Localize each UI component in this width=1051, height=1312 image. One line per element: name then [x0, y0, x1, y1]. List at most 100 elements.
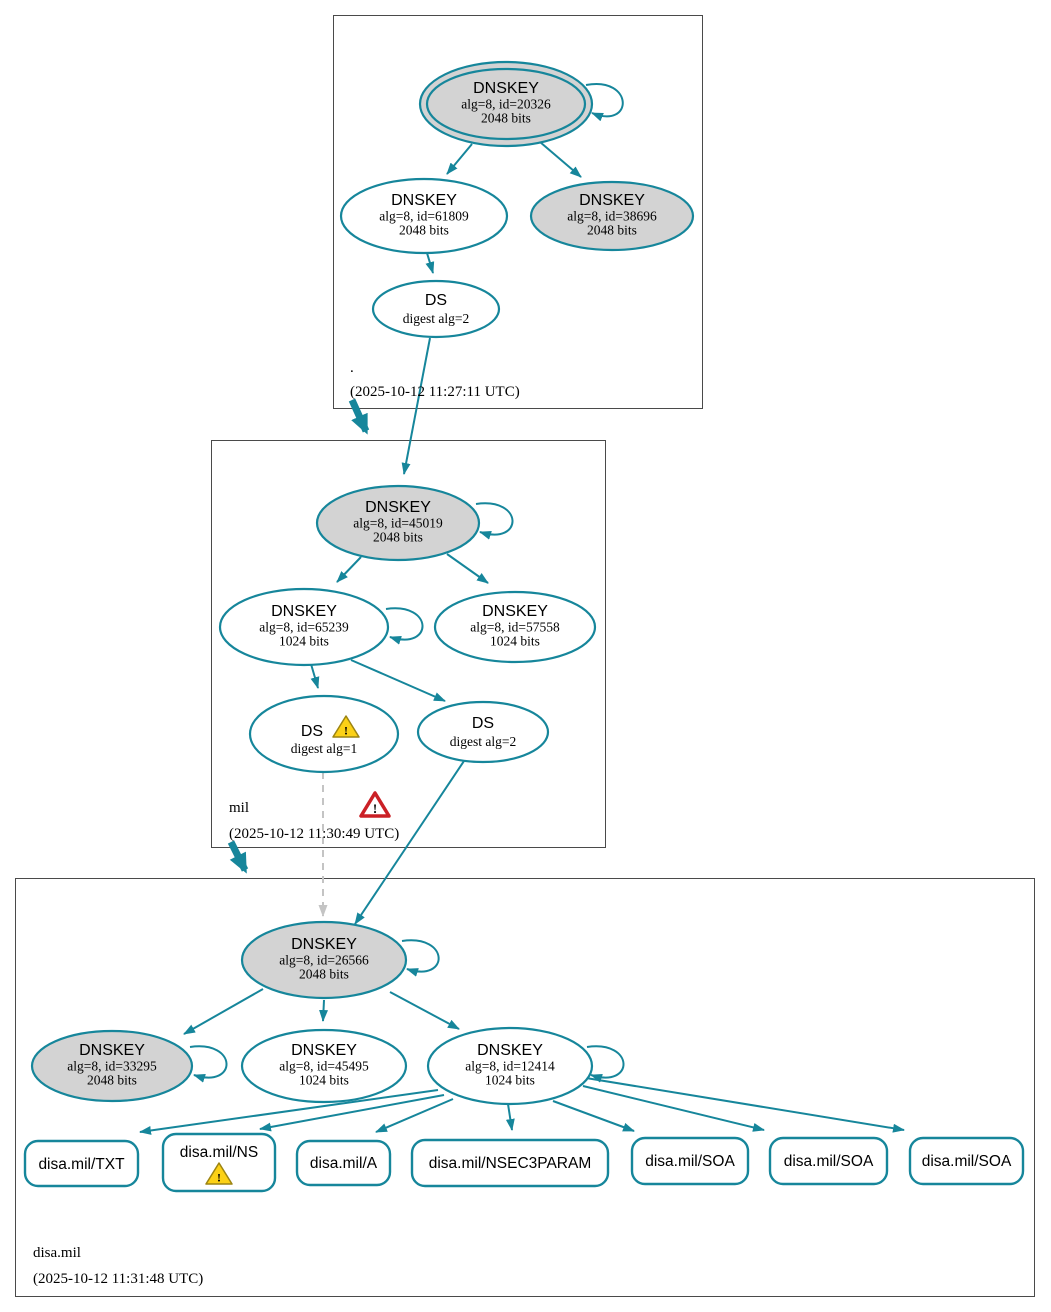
node-dnskey-61809: DNSKEY alg=8, id=61809 2048 bits — [339, 177, 509, 255]
rrset-soa3-label: disa.mil/SOA — [922, 1153, 1012, 1170]
error-icon-exclamation: ! — [373, 801, 377, 816]
ds1-mil-label: DS — [301, 723, 323, 740]
ds2-mil-digest: digest alg=2 — [450, 734, 516, 749]
dnskey-45019-bits: 2048 bits — [373, 530, 423, 545]
dnskey-61809-ellipse[interactable] — [339, 177, 509, 255]
ds-root-ellipse[interactable] — [371, 279, 501, 339]
node-ds2-mil: DS digest alg=2 — [416, 700, 550, 764]
node-dnskey-45495: DNSKEY alg=8, id=45495 1024 bits — [240, 1028, 408, 1104]
dnskey-33295-bits: 2048 bits — [87, 1073, 137, 1088]
rrset-a-box[interactable] — [295, 1139, 392, 1187]
dnskey-57558-label: DNSKEY — [482, 603, 548, 620]
edge-zsk61809-to-ds — [425, 252, 435, 274]
rrset-disa-mil-soa-3: disa.mil/SOA — [908, 1136, 1025, 1186]
edge-ksk20326-to-zsk61809 — [446, 143, 473, 175]
zone-timestamp-mil: (2025-10-12 11:30:49 UTC) — [229, 826, 399, 842]
warning-icon: ! — [332, 715, 360, 738]
zone-box-disa-mil — [15, 878, 1035, 1297]
dnskey-26566-bits: 2048 bits — [299, 967, 349, 982]
node-dnskey-12414: DNSKEY alg=8, id=12414 1024 bits — [426, 1026, 594, 1106]
dnskey-61809-alg: alg=8, id=61809 — [379, 209, 469, 224]
rrset-disa-mil-soa-1: disa.mil/SOA — [630, 1136, 750, 1186]
dnskey-45019-ellipse[interactable] — [315, 484, 481, 562]
delegation-arrow-mil-to-disa-mil — [227, 840, 249, 874]
dnskey-65239-bits: 1024 bits — [279, 634, 329, 649]
edge-zsk65239-to-ds2 — [350, 659, 446, 702]
dnskey-20326-alg: alg=8, id=20326 — [461, 97, 551, 112]
dnskey-57558-bits: 1024 bits — [490, 634, 540, 649]
dnskey-12414-alg: alg=8, id=12414 — [465, 1059, 555, 1074]
edge-ksk26566-to-key33295 — [183, 988, 264, 1035]
ds-root-digest: digest alg=2 — [403, 311, 469, 326]
dnskey-38696-bits: 2048 bits — [587, 223, 637, 238]
ds1-mil-ellipse[interactable] — [248, 694, 400, 774]
dnskey-33295-ellipse[interactable] — [30, 1029, 194, 1103]
dnskey-45019-label: DNSKEY — [365, 499, 431, 516]
dnskey-45495-bits: 1024 bits — [299, 1073, 349, 1088]
rrset-disa-mil-nsec3param: disa.mil/NSEC3PARAM — [410, 1138, 610, 1188]
edge-zsk65239-to-ds1 — [310, 663, 320, 689]
selfloop-key12414 — [586, 1045, 625, 1083]
ds2-mil-ellipse[interactable] — [416, 700, 550, 764]
dnskey-65239-ellipse[interactable] — [218, 587, 390, 667]
rrset-nsec3param-label: disa.mil/NSEC3PARAM — [429, 1155, 592, 1172]
edge-key12414-to-txt — [139, 1089, 439, 1135]
edge-key12414-to-soa1 — [552, 1100, 635, 1132]
rrset-nsec3param-box[interactable] — [410, 1138, 610, 1188]
rrset-disa-mil-ns: disa.mil/NS ! — [161, 1132, 277, 1193]
warning-icon-exclamation: ! — [217, 1171, 221, 1185]
edge-ksk26566-to-key12414 — [389, 991, 460, 1030]
zone-timestamp-disa-mil: (2025-10-12 11:31:48 UTC) — [33, 1271, 203, 1287]
dnskey-33295-alg: alg=8, id=33295 — [67, 1059, 157, 1074]
dnskey-12414-bits: 1024 bits — [485, 1073, 535, 1088]
dnskey-45495-ellipse[interactable] — [240, 1028, 408, 1104]
node-dnskey-20326: DNSKEY alg=8, id=20326 2048 bits — [418, 60, 594, 148]
rrset-a-label: disa.mil/A — [310, 1155, 378, 1172]
rrset-disa-mil-a: disa.mil/A — [295, 1139, 392, 1187]
edge-ksk45019-to-zsk57558 — [446, 553, 489, 584]
dnskey-57558-alg: alg=8, id=57558 — [470, 620, 560, 635]
dnskey-20326-outer-ellipse[interactable] — [418, 60, 594, 148]
dnskey-33295-label: DNSKEY — [79, 1042, 145, 1059]
selfloop-ksk26566 — [401, 939, 440, 977]
zone-name-root: . — [350, 360, 354, 376]
dnskey-57558-ellipse[interactable] — [433, 590, 597, 664]
node-ds1-mil: DS ! digest alg=1 — [248, 694, 400, 774]
rrset-soa2-label: disa.mil/SOA — [784, 1153, 874, 1170]
rrset-soa1-box[interactable] — [630, 1136, 750, 1186]
edge-key12414-to-ns — [259, 1094, 445, 1132]
node-dnskey-45019: DNSKEY alg=8, id=45019 2048 bits — [315, 484, 481, 562]
dnskey-38696-alg: alg=8, id=38696 — [567, 209, 657, 224]
dnskey-45495-alg: alg=8, id=45495 — [279, 1059, 369, 1074]
dnskey-65239-alg: alg=8, id=65239 — [259, 620, 349, 635]
ds2-mil-label: DS — [472, 715, 494, 732]
dnskey-12414-label: DNSKEY — [477, 1042, 543, 1059]
warning-icon-exclamation: ! — [344, 724, 348, 738]
rrset-soa1-label: disa.mil/SOA — [645, 1153, 735, 1170]
rrset-txt-box[interactable] — [23, 1139, 140, 1188]
node-dnskey-26566: DNSKEY alg=8, id=26566 2048 bits — [240, 920, 408, 1000]
edge-key12414-to-soa3 — [585, 1077, 905, 1133]
dnskey-20326-inner-ellipse — [425, 67, 587, 141]
rrset-disa-mil-soa-2: disa.mil/SOA — [768, 1136, 889, 1186]
edge-key12414-to-soa2 — [582, 1085, 765, 1132]
edge-ksk26566-to-key45495 — [319, 999, 329, 1022]
dnskey-38696-ellipse[interactable] — [529, 180, 695, 252]
delegation-arrow-root-to-mil — [348, 398, 370, 435]
dnskey-26566-ellipse[interactable] — [240, 920, 408, 1000]
rrset-soa3-box[interactable] — [908, 1136, 1025, 1186]
zone-box-root — [333, 15, 703, 409]
dnskey-61809-bits: 2048 bits — [399, 223, 449, 238]
dnskey-12414-ellipse[interactable] — [426, 1026, 594, 1106]
rrset-soa2-box[interactable] — [768, 1136, 889, 1186]
node-dnskey-33295: DNSKEY alg=8, id=33295 2048 bits — [30, 1029, 194, 1103]
dnskey-45019-alg: alg=8, id=45019 — [353, 516, 443, 531]
node-ds-root: DS digest alg=2 — [371, 279, 501, 339]
zone-name-mil: mil — [229, 800, 249, 816]
node-dnskey-65239: DNSKEY alg=8, id=65239 1024 bits — [218, 587, 390, 667]
selfloop-zsk65239 — [385, 607, 424, 645]
ds1-mil-digest: digest alg=1 — [291, 741, 357, 756]
node-dnskey-38696: DNSKEY alg=8, id=38696 2048 bits — [529, 180, 695, 252]
